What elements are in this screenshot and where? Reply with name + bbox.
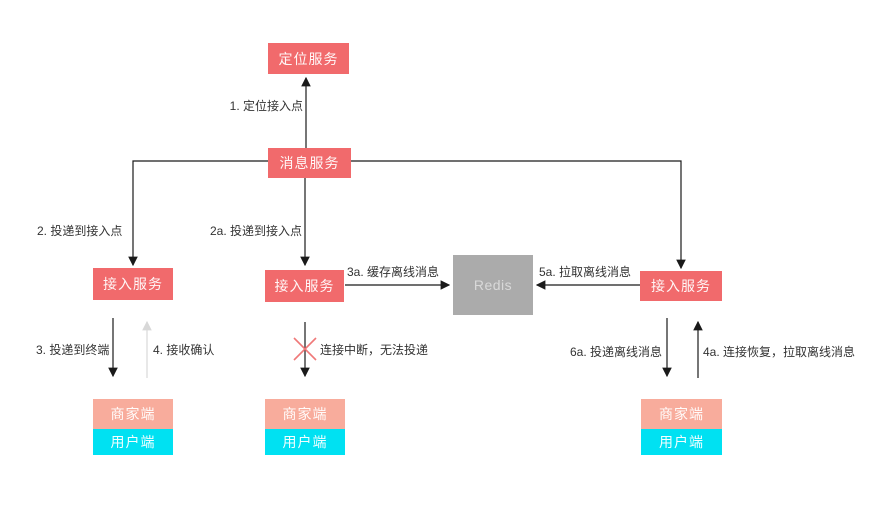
edge-label-step2a: 2a. 投递到接入点 [210,224,303,238]
node-access-service-mid: 接入服务 [265,270,344,302]
edge-label-step3: 3. 投递到终端 [36,343,110,357]
node-user-right: 用户端 [641,429,722,455]
node-user-mid: 用户端 [265,429,345,455]
node-access-service-left: 接入服务 [93,268,173,300]
terminal-stack-right: 商家端 用户端 [641,399,722,455]
arrow-deliver-right [351,160,686,270]
edge-label-fail: 连接中断，无法投递 [320,343,429,357]
node-merchant-left: 商家端 [93,399,173,429]
edge-label-step6a: 6a. 投递离线消息 [570,345,663,359]
node-message-service: 消息服务 [268,148,351,178]
node-redis: Redis [453,255,533,315]
node-user-left: 用户端 [93,429,173,455]
edge-label-step5a: 5a. 拉取离线消息 [539,265,632,279]
arrow-step2-deliver-left [128,160,268,267]
terminal-stack-mid: 商家端 用户端 [265,399,345,455]
edge-label-step4: 4. 接收确认 [153,343,215,357]
edge-label-step4a: 4a. 连接恢复，拉取离线消息 [703,345,856,359]
node-merchant-right: 商家端 [641,399,722,429]
node-location-service: 定位服务 [268,43,349,74]
broken-connection-icon [293,337,317,361]
node-merchant-mid: 商家端 [265,399,345,429]
edge-label-step2: 2. 投递到接入点 [37,224,123,238]
edge-label-step1: 1. 定位接入点 [229,99,303,113]
node-access-service-right: 接入服务 [640,271,722,301]
edge-label-step3a: 3a. 缓存离线消息 [347,265,440,279]
terminal-stack-left: 商家端 用户端 [93,399,173,455]
